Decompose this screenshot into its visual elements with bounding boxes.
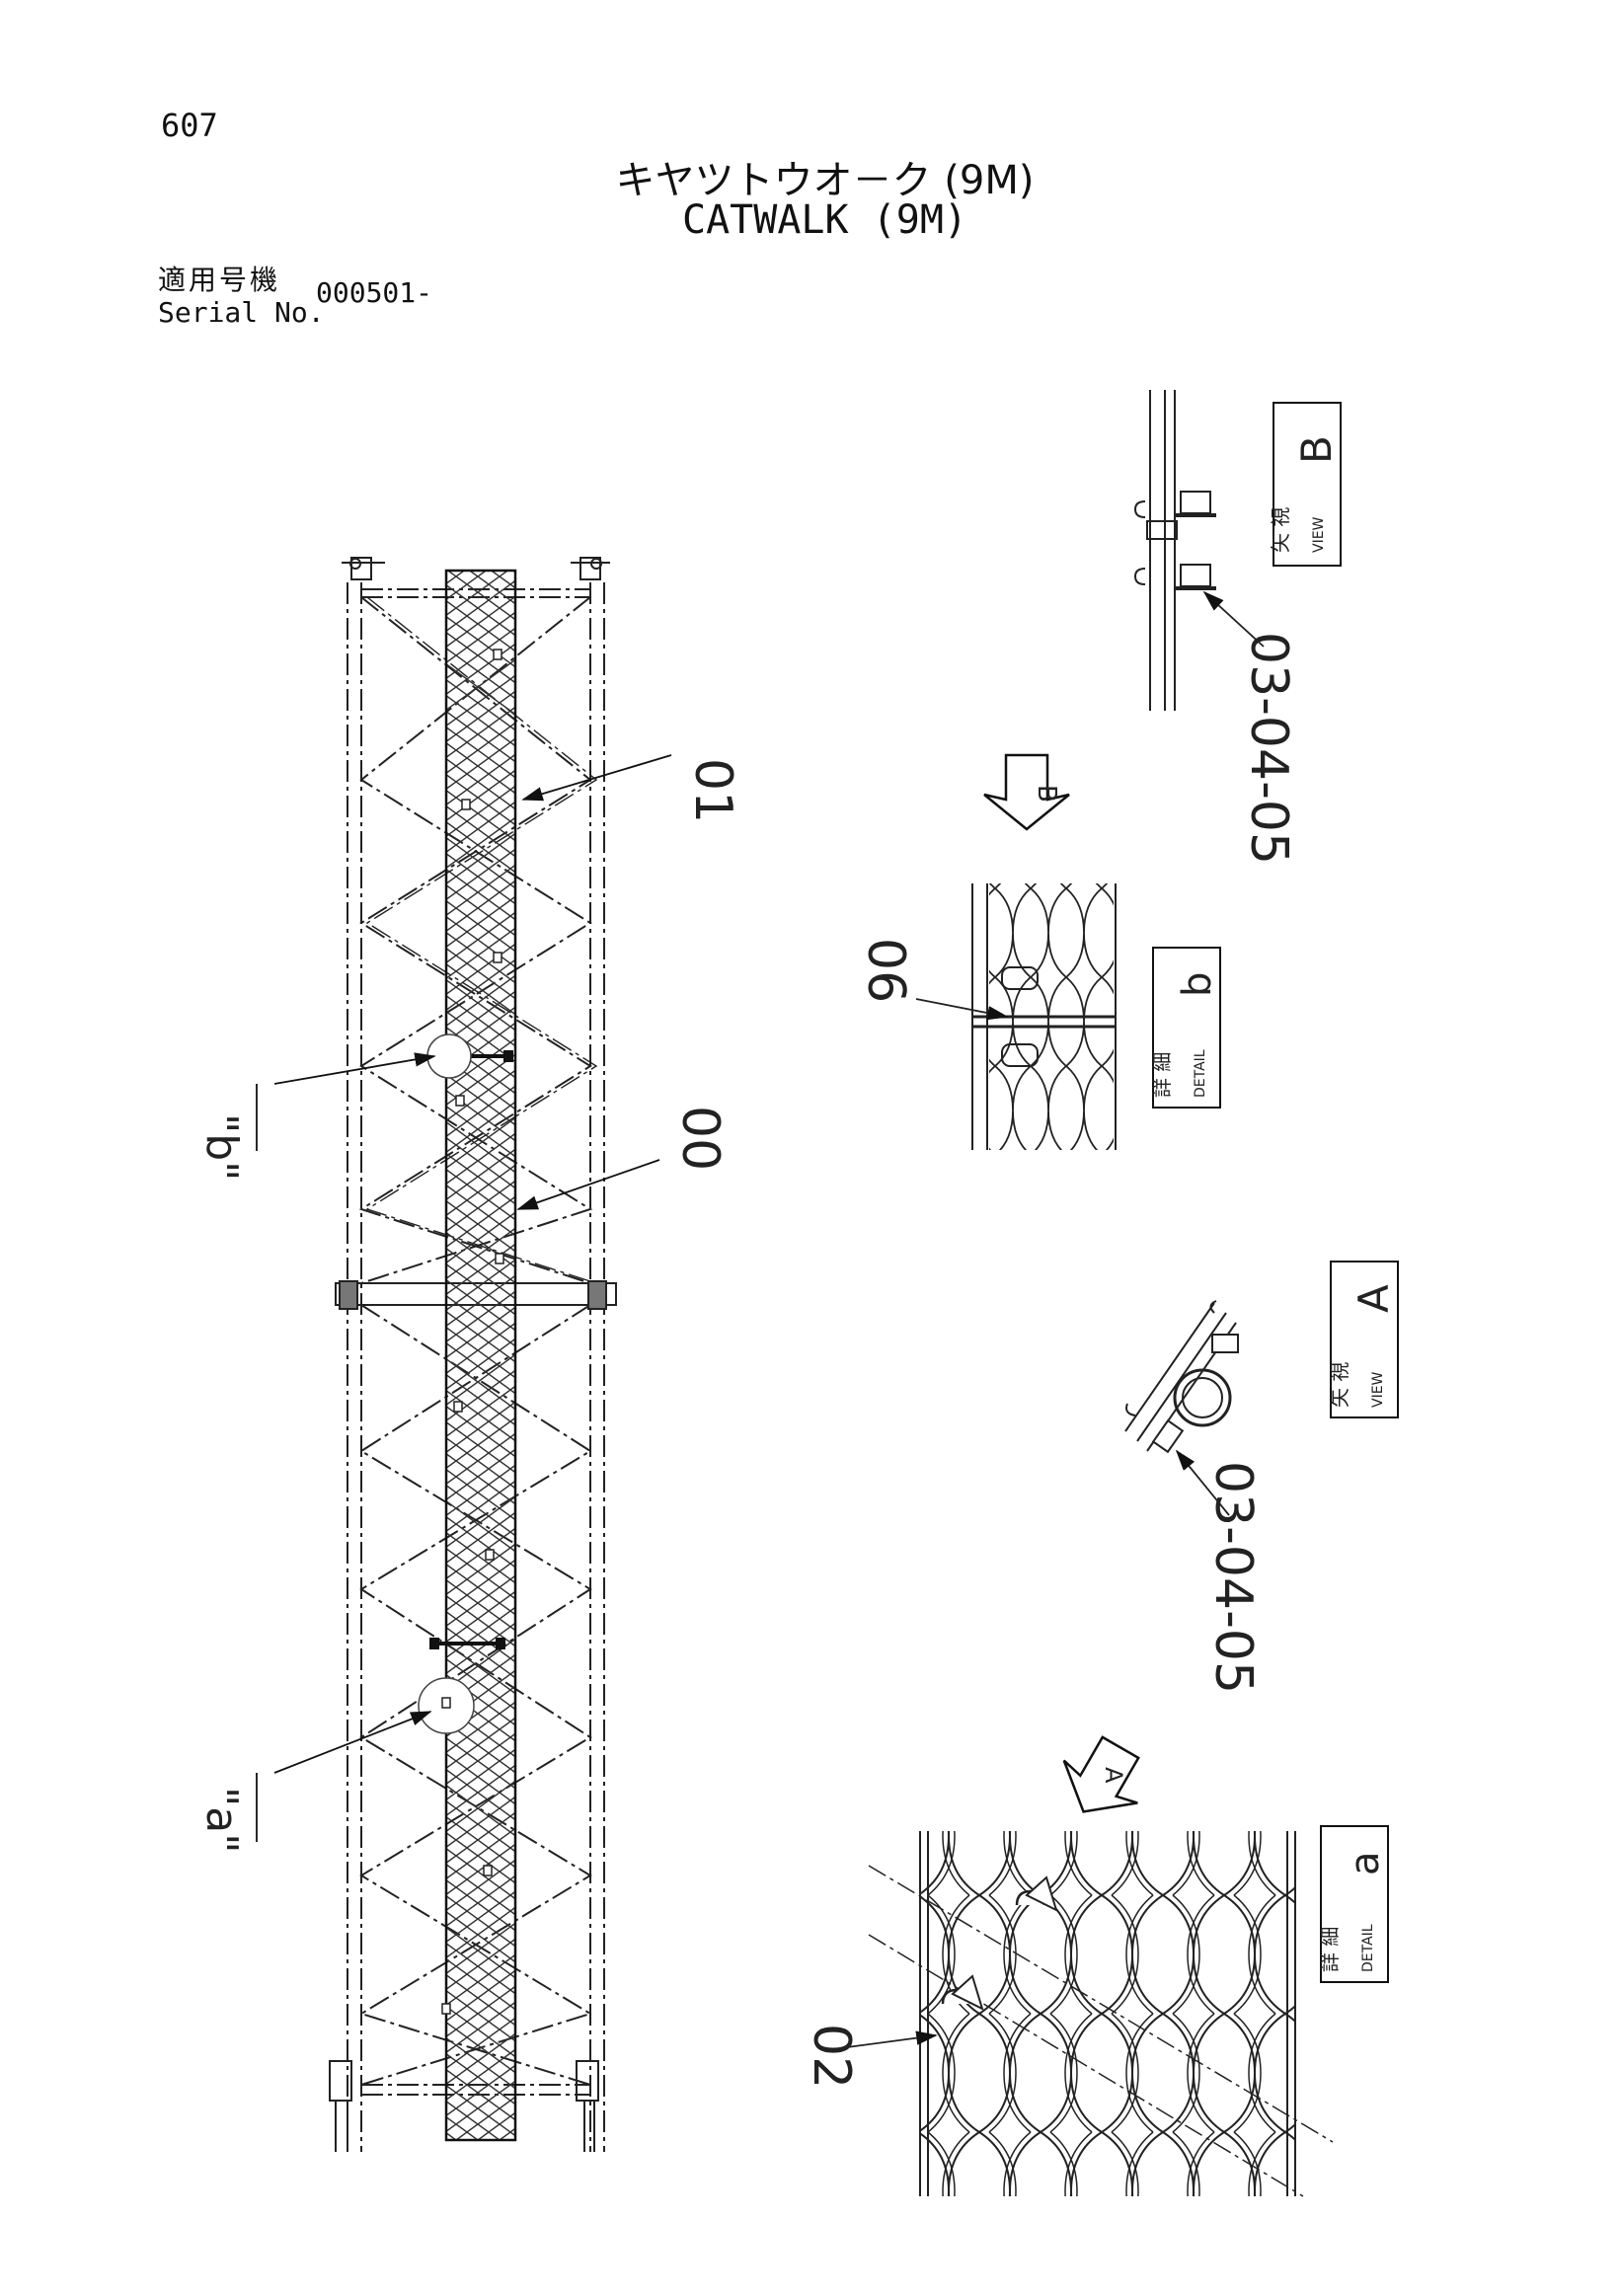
callout-detail-b-ref: "b" xyxy=(196,1113,247,1181)
leaders-main xyxy=(256,754,672,1842)
detail-a-drawing xyxy=(846,1831,1334,2197)
svg-text:A: A xyxy=(1350,1284,1398,1313)
detail-b-box: 詳 細 DETAIL b xyxy=(1150,947,1221,1109)
svg-text:a: a xyxy=(1343,1851,1388,1875)
svg-text:b: b xyxy=(1175,972,1220,997)
detail-a-box: 詳 細 DETAIL a xyxy=(1318,1825,1389,1983)
svg-text:詳 細: 詳 細 xyxy=(1150,1052,1174,1098)
svg-text:B: B xyxy=(1292,435,1341,464)
svg-text:A: A xyxy=(1100,1767,1127,1784)
svg-text:詳 細: 詳 細 xyxy=(1318,1927,1342,1972)
detail-b-drawing xyxy=(915,883,1117,1150)
serial-number: 000501- xyxy=(316,276,433,309)
svg-text:DETAIL: DETAIL xyxy=(1360,1924,1376,1972)
page-number: 607 xyxy=(161,107,218,144)
walkway-mesh xyxy=(418,569,517,2142)
svg-text:VIEW: VIEW xyxy=(1311,516,1327,553)
serial-label-english: Serial No. xyxy=(158,296,325,329)
callout-detail-a-ref: "a" xyxy=(196,1787,247,1853)
view-a-drawing xyxy=(1124,1300,1239,1516)
svg-text:DETAIL: DETAIL xyxy=(1193,1049,1208,1098)
view-b-drawing xyxy=(1133,390,1265,711)
svg-text:B: B xyxy=(1032,785,1061,803)
view-a-box: 矢 視 VIEW A xyxy=(1328,1261,1399,1418)
callout-01: 01 xyxy=(683,758,742,823)
callout-00: 00 xyxy=(670,1106,730,1171)
view-b-box: 矢 視 VIEW B xyxy=(1269,402,1342,567)
arrow-b: B xyxy=(983,753,1070,831)
svg-text:矢 視: 矢 視 xyxy=(1328,1362,1351,1408)
svg-text:VIEW: VIEW xyxy=(1370,1371,1386,1408)
arrow-a: A xyxy=(1062,1735,1140,1813)
title-english: CATWALK (9M) xyxy=(682,197,967,243)
serial-label-japanese: 適用号機 xyxy=(158,264,281,296)
callout-06: 06 xyxy=(856,938,915,1003)
callout-02: 02 xyxy=(802,2024,861,2089)
callout-view-a-part: 03-04-05 xyxy=(1203,1461,1263,1694)
svg-text:矢 視: 矢 視 xyxy=(1269,507,1292,553)
title-japanese: キヤツトウオ－ク (9M) xyxy=(615,158,1035,203)
callout-view-b-part: 03-04-05 xyxy=(1239,632,1298,865)
